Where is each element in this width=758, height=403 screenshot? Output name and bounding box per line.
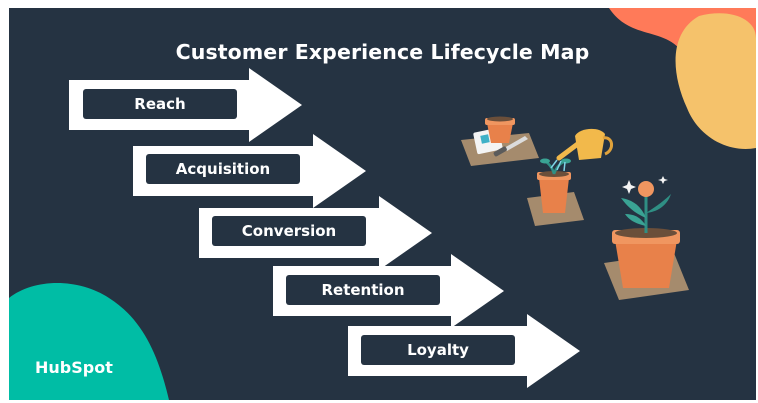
plant-growth-illustration xyxy=(461,116,689,300)
orange-blob-shape xyxy=(9,8,756,400)
stage-label-acquisition: Acquisition xyxy=(146,154,300,184)
lifecycle-map-card: Customer Experience Lifecycle Map Reach … xyxy=(9,8,756,400)
seed-packet-pot-icon xyxy=(461,116,539,166)
diagram-title: Customer Experience Lifecycle Map xyxy=(175,40,590,64)
stage-label-retention: Retention xyxy=(286,275,440,305)
stage-label-reach: Reach xyxy=(83,89,237,119)
blooming-plant-icon xyxy=(604,176,689,300)
hubspot-logo: HubSpot xyxy=(35,358,113,377)
stage-label-loyalty: Loyalty xyxy=(361,335,515,365)
stage-label-conversion: Conversion xyxy=(212,216,366,246)
watering-can-pot-icon xyxy=(527,128,613,226)
